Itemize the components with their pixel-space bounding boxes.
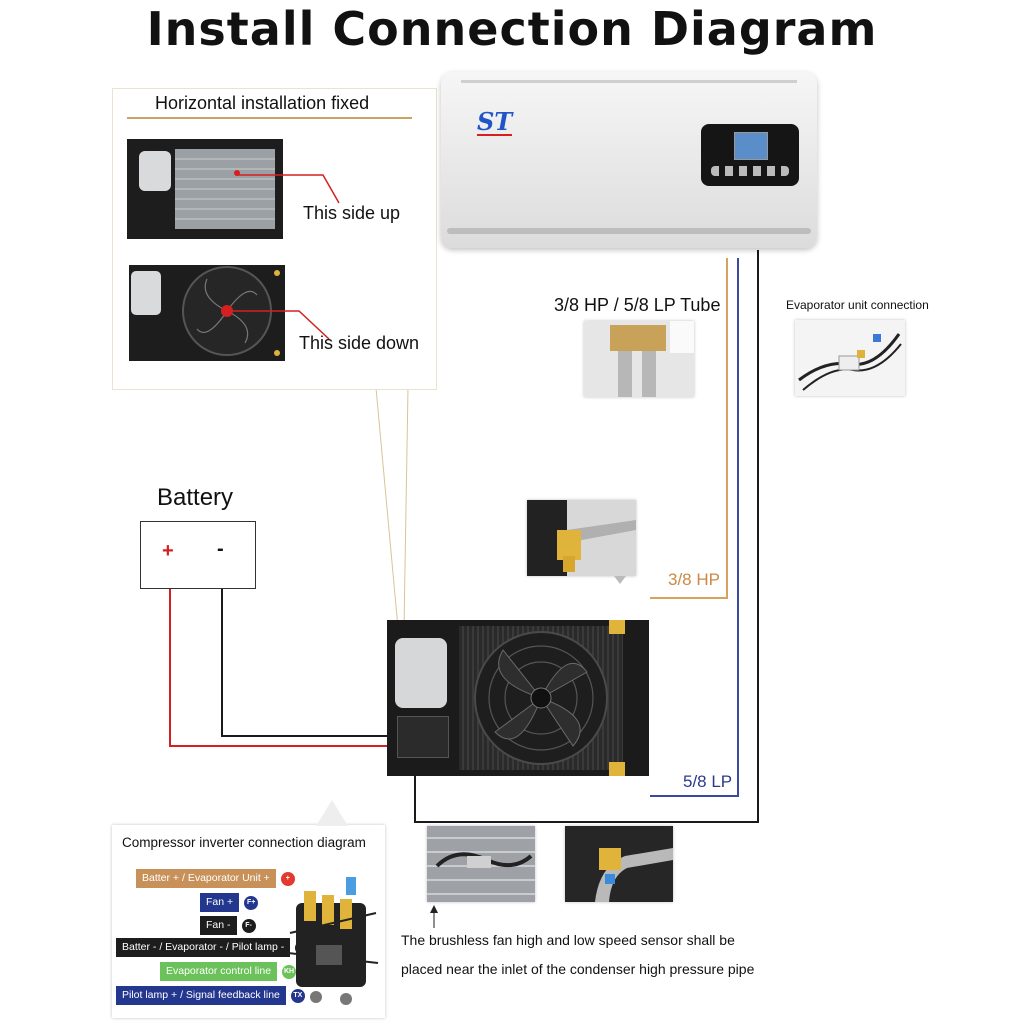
lp-pipe-line [650,258,739,797]
sensor-note-line-1: The brushless fan high and low speed sen… [401,932,735,948]
battery-box [140,521,256,589]
inverter-legend-panel: Compressor inverter connection diagram B… [112,825,385,1018]
legend-label: Fan + [200,893,240,912]
battery-positive-wire [169,560,408,747]
evaporator-signal-wire [414,250,759,823]
hp-fitting [609,620,625,634]
inverter-terminal-image [287,877,379,1005]
evaporator-connection-label: Evaporator unit connection [786,298,929,312]
sensor-note-line-2: placed near the inlet of the condenser h… [401,961,755,977]
panel-leader-left [375,387,399,629]
side-up-label: This side up [303,203,401,223]
legend-row: Evaporator control line KH [160,962,297,981]
condenser-core [459,626,623,770]
panel-leader-right [403,387,409,629]
legend-row: Pilot lamp + / Signal feedback line TX [116,986,305,1005]
legend-label: Evaporator control line [160,962,278,981]
hp-pipe-line [650,258,728,599]
battery-negative-wire [221,566,408,737]
evaporator-control-panel [701,124,799,186]
battery-positive-terminal: + [162,540,174,562]
evaporator-logo: ST [477,107,513,136]
inverter-legend-heading: Compressor inverter connection diagram [122,835,366,850]
sensor-photo-left [427,826,535,902]
evaporator-unit: ST [441,72,817,248]
side-up-pointer [237,174,340,204]
side-down-pointer [233,310,330,340]
horizontal-installation-panel: Horizontal installation fixed This side … [112,88,437,390]
evaporator-top-vent [461,80,797,83]
condenser-fan [474,631,608,765]
legend-label: Fan - [200,916,237,935]
legend-terminal-tag: TX [290,988,305,1003]
compressor [395,638,447,708]
legend-row: Fan + F+ [200,893,259,912]
page-title: Install Connection Diagram [146,2,878,56]
legend-row: Batter + / Evaporator Unit + + [136,869,295,888]
condenser-unit [387,620,649,776]
condenser-fan-image [129,265,285,361]
valve-pointer [614,576,626,584]
sensor-arrow-head [430,905,438,913]
control-buttons[interactable] [711,166,789,176]
legend-pointer [316,800,348,826]
battery-negative-terminal: - [217,538,224,560]
legend-terminal-tag: F+ [244,895,259,910]
legend-label: Batter - / Evaporator - / Pilot lamp - [116,938,291,957]
legend-row: Fan - F- [200,916,256,935]
evaporator-connector-photo [795,320,905,396]
lp-pipe-label: 5/8 LP [683,772,733,791]
heading-underline [127,117,412,119]
legend-label: Batter + / Evaporator Unit + [136,869,276,888]
horizontal-panel-heading: Horizontal installation fixed [155,93,370,113]
tube-size-label: 3/8 HP / 5/8 LP Tube [554,295,721,315]
inverter-box [397,716,449,758]
tube-fitting-photo [584,321,694,397]
control-display [734,132,768,160]
legend-row: Batter - / Evaporator - / Pilot lamp -- [116,938,310,957]
side-down-label: This side down [299,333,420,353]
evaporator-air-outlet [447,228,811,234]
legend-terminal-tag: + [280,871,295,886]
legend-label: Pilot lamp + / Signal feedback line [116,986,286,1005]
service-valve-photo [527,500,636,576]
battery-label: Battery [157,484,234,511]
condenser-top-image [127,139,283,239]
legend-terminal-tag: F- [241,918,256,933]
lp-fitting [609,762,625,776]
legend-terminal-tag: KH [282,964,297,979]
sensor-photo-right [565,826,673,902]
hp-pipe-label: 3/8 HP [668,570,720,589]
